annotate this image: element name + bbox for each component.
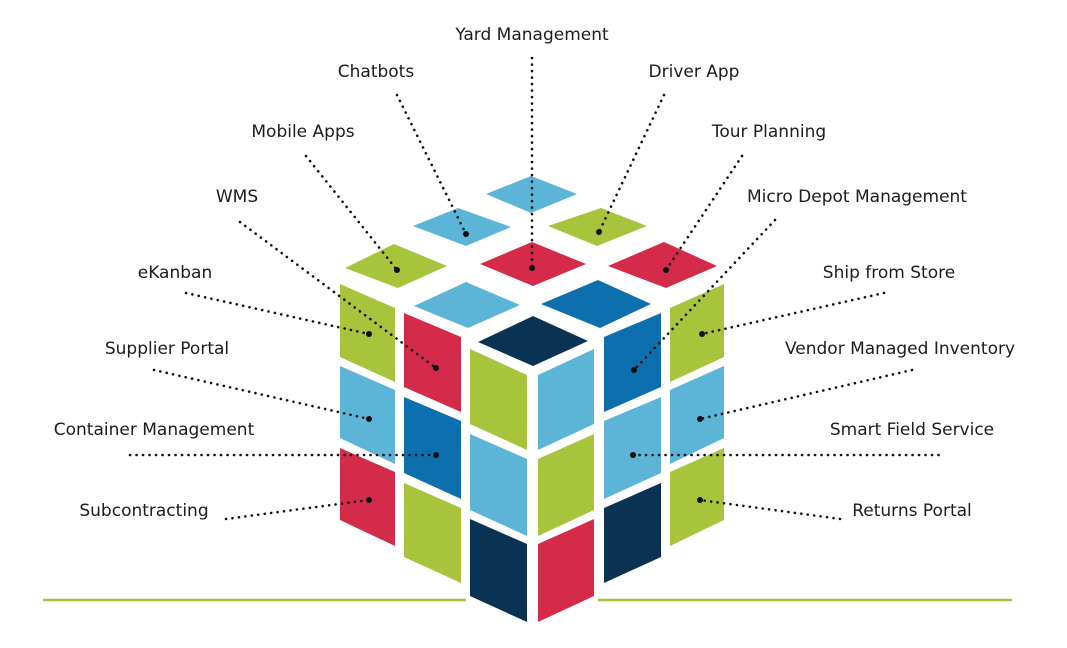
leader-line [698, 368, 914, 421]
cube-tile [470, 434, 527, 536]
label-micro-depot-management: Micro Depot Management [747, 187, 967, 207]
cube-tile [608, 242, 717, 288]
callout-supplier-portal: Supplier Portal [105, 339, 372, 422]
label-chatbots: Chatbots [338, 62, 415, 82]
leader-line [698, 498, 842, 521]
cube-tile [478, 316, 588, 366]
label-returns-portal: Returns Portal [852, 501, 972, 521]
label-yard-management: Yard Management [454, 25, 609, 45]
label-ekanban: eKanban [138, 263, 212, 283]
cube-top-face [345, 176, 717, 366]
leader-endpoint [697, 416, 703, 422]
label-driver-app: Driver App [649, 62, 740, 82]
label-container-management: Container Management [54, 420, 255, 440]
leader-endpoint [529, 265, 535, 271]
cube-tile [414, 282, 520, 328]
callout-yard-management: Yard Management [454, 25, 609, 271]
cube-tile [538, 434, 594, 536]
callout-tour-planning: Tour Planning [663, 122, 826, 273]
leader-line [152, 368, 371, 421]
leader-endpoint [630, 452, 636, 458]
leader-endpoint [433, 452, 439, 458]
callout-smart-field-service: Smart Field Service [630, 420, 994, 458]
leader-endpoint [366, 331, 372, 337]
cube-tile [538, 519, 594, 622]
leader-endpoint [394, 267, 400, 273]
cube-tile [670, 284, 724, 382]
cube-tile [340, 366, 395, 464]
label-mobile-apps: Mobile Apps [251, 122, 354, 142]
callout-subcontracting: Subcontracting [79, 497, 372, 521]
callout-micro-depot-management: Micro Depot Management [631, 187, 967, 373]
leader-line [184, 291, 371, 336]
leader-endpoint [663, 267, 669, 273]
label-supplier-portal: Supplier Portal [105, 339, 229, 359]
cube-tile [340, 448, 395, 546]
cube-tile [470, 349, 527, 450]
cube-tile [345, 244, 447, 288]
leader-endpoint [697, 497, 703, 503]
cube-tile [548, 208, 647, 246]
callout-container-management: Container Management [54, 420, 439, 458]
leader-line [700, 291, 886, 336]
callout-ekanban: eKanban [138, 263, 372, 337]
leader-endpoint [596, 229, 602, 235]
cube-tile [480, 242, 586, 286]
leader-endpoint [463, 231, 469, 237]
cube-tile [604, 483, 661, 583]
leader-endpoint [631, 367, 637, 373]
leader-line [224, 498, 371, 521]
cube-tile [541, 280, 651, 328]
leader-endpoint [433, 365, 439, 371]
leader-line [304, 154, 399, 272]
callout-driver-app: Driver App [596, 62, 739, 235]
leader-endpoint [699, 331, 705, 337]
cube-tile [670, 366, 724, 464]
cube-tile [470, 519, 527, 622]
cube-tile [538, 349, 594, 450]
label-tour-planning: Tour Planning [711, 122, 826, 142]
cube-tile [670, 448, 724, 546]
cube-tile [413, 208, 511, 246]
cube-tile [604, 313, 661, 412]
label-subcontracting: Subcontracting [79, 501, 208, 521]
callout-vendor-managed-inventory: Vendor Managed Inventory [697, 339, 1015, 422]
leader-line [664, 154, 744, 272]
leader-endpoint [366, 497, 372, 503]
leader-line [238, 220, 438, 370]
cube-right-face [538, 284, 724, 622]
callout-wms: WMS [216, 187, 439, 371]
callout-mobile-apps: Mobile Apps [251, 122, 400, 273]
cube-tile [604, 397, 661, 499]
label-vendor-managed-inventory: Vendor Managed Inventory [785, 339, 1015, 359]
label-wms: WMS [216, 187, 258, 207]
label-ship-from-store: Ship from Store [823, 263, 955, 283]
cube-tile [404, 483, 461, 583]
callout-returns-portal: Returns Portal [697, 497, 972, 521]
cube-tile [404, 397, 461, 499]
leader-line [632, 218, 777, 372]
leader-line [597, 93, 666, 234]
callout-chatbots: Chatbots [338, 62, 469, 237]
leader-line [395, 93, 468, 236]
label-smart-field-service: Smart Field Service [830, 420, 994, 440]
callout-ship-from-store: Ship from Store [699, 263, 955, 337]
cube-tile [404, 313, 461, 412]
cube-left-face [340, 284, 527, 622]
leader-endpoint [366, 416, 372, 422]
